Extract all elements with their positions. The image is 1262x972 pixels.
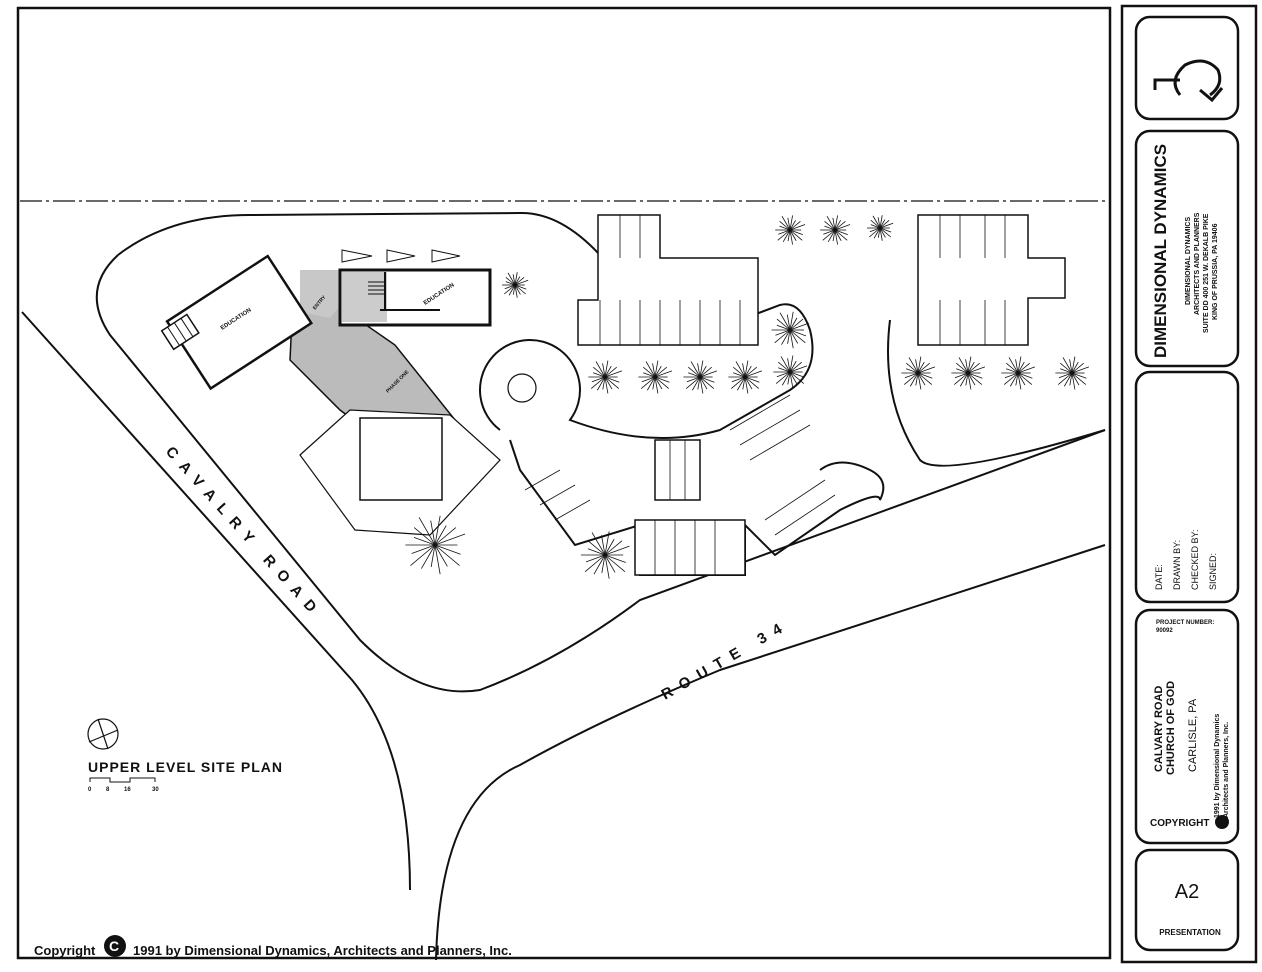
copyright-text: 1991 by Dimensional Dynamics, Architects…	[133, 943, 512, 958]
project-number-label: PROJECT NUMBER:	[1156, 620, 1214, 626]
tree-icon	[502, 272, 529, 298]
entry-area	[300, 270, 345, 318]
scale-tick-0: 0	[88, 787, 92, 793]
education-building-left	[165, 254, 314, 391]
tree-icon	[638, 360, 673, 394]
copyright-prefix: Copyright	[34, 943, 96, 958]
label-cavalry-road: CAVALRY ROAD	[162, 443, 326, 622]
parking-stripes	[524, 215, 1006, 575]
plan-title: UPPER LEVEL SITE PLAN	[88, 759, 283, 775]
tree-icon	[683, 360, 718, 394]
scale-tick-16: 16	[124, 787, 131, 793]
tree-icon	[771, 311, 809, 349]
stair-left	[160, 313, 200, 351]
field-drawn-by: DRAWN BY:	[1172, 540, 1182, 590]
tree-icon	[867, 215, 894, 241]
drawing-frame	[16, 6, 1112, 960]
sheet-number: A2	[1175, 881, 1199, 903]
tree-icon	[728, 360, 763, 394]
copyright-block-line-2: Architects and Planners, Inc.	[1223, 722, 1230, 818]
copyright-block-line-1: 1991 by Dimensional Dynamics	[1214, 714, 1221, 818]
field-date: DATE:	[1154, 564, 1164, 590]
copyright-label: COPYRIGHT	[1150, 818, 1209, 829]
tree-icon	[580, 531, 630, 579]
tree-icon	[588, 360, 623, 394]
tree-icon	[1055, 356, 1090, 390]
project-number: 90092	[1156, 628, 1173, 634]
svg-text:C: C	[109, 938, 119, 954]
firm-address-line-4: KING OF PRUSSIA, PA 19406	[1212, 223, 1219, 320]
education-building-right	[338, 268, 492, 327]
sanctuary-building	[359, 417, 443, 501]
site-boundary	[117, 211, 601, 256]
tree-icon	[901, 356, 936, 390]
field-signed: SIGNED:	[1208, 553, 1218, 590]
project-location: CARLISLE, PA	[1187, 698, 1199, 772]
north-arrow-icon	[87, 718, 119, 750]
tree-icon	[1001, 356, 1036, 390]
walkway-markers	[341, 249, 461, 263]
scale-bar	[89, 777, 156, 783]
scale-tick-30: 30	[152, 787, 159, 793]
firm-address-line-2: ARCHITECTS AND PLANNERS	[1194, 212, 1201, 315]
title-block-boxes	[1134, 15, 1240, 952]
title-block-frame	[1120, 4, 1258, 964]
firm-address-line-1: DIMENSIONAL DYNAMICS	[1185, 217, 1192, 305]
project-name-line-2: CHURCH OF GOD	[1165, 681, 1177, 775]
tree-icon	[775, 215, 806, 245]
project-name-line-1: CALVARY ROAD	[1153, 686, 1165, 772]
cavalry-road	[21, 254, 1106, 961]
copyright-symbol-icon	[104, 935, 126, 957]
circular-drive	[479, 303, 1106, 576]
copyright-seal-icon	[1215, 815, 1229, 829]
tree-icon	[773, 355, 808, 389]
field-checked-by: CHECKED BY:	[1190, 529, 1200, 590]
firm-name: DIMENSIONAL DYNAMICS	[1151, 144, 1170, 358]
tree-icon	[820, 215, 851, 245]
firm-address-line-3: SUITE DD 400 251 W. DEKALB PIKE	[1203, 213, 1210, 333]
logo-icon	[1153, 59, 1224, 103]
sheet-type: PRESENTATION	[1159, 928, 1221, 937]
tree-icon	[951, 356, 986, 390]
parking-bays	[577, 214, 1066, 576]
scale-tick-8: 8	[106, 787, 110, 793]
label-route-34: ROUTE 34	[659, 616, 793, 703]
tree-icon	[405, 515, 466, 575]
trees	[405, 215, 1090, 579]
